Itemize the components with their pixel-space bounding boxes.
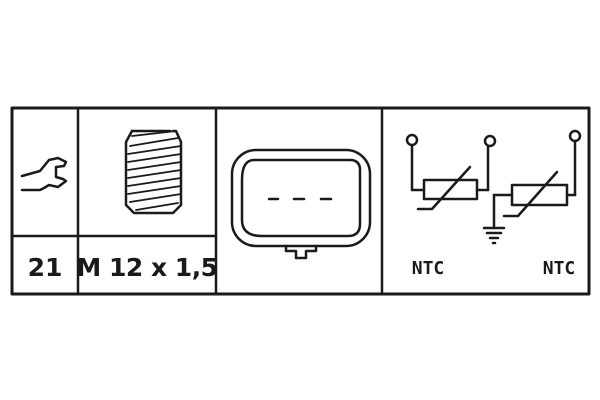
threaded-bolt-icon [124, 129, 183, 215]
table-frame [10, 106, 591, 296]
dual-ntc-thermistor-schematic-icon [405, 129, 582, 218]
sensor-1-type-label: NTC [412, 258, 445, 279]
sensor-2-type-label: NTC [543, 258, 576, 279]
thread-spec-label: M 12 x 1,5 [76, 253, 217, 282]
wrench-icon [20, 156, 68, 192]
ground-symbol-icon [482, 193, 506, 245]
three-pin-connector-icon [230, 148, 372, 260]
wrench-size-label: 21 [28, 253, 63, 282]
